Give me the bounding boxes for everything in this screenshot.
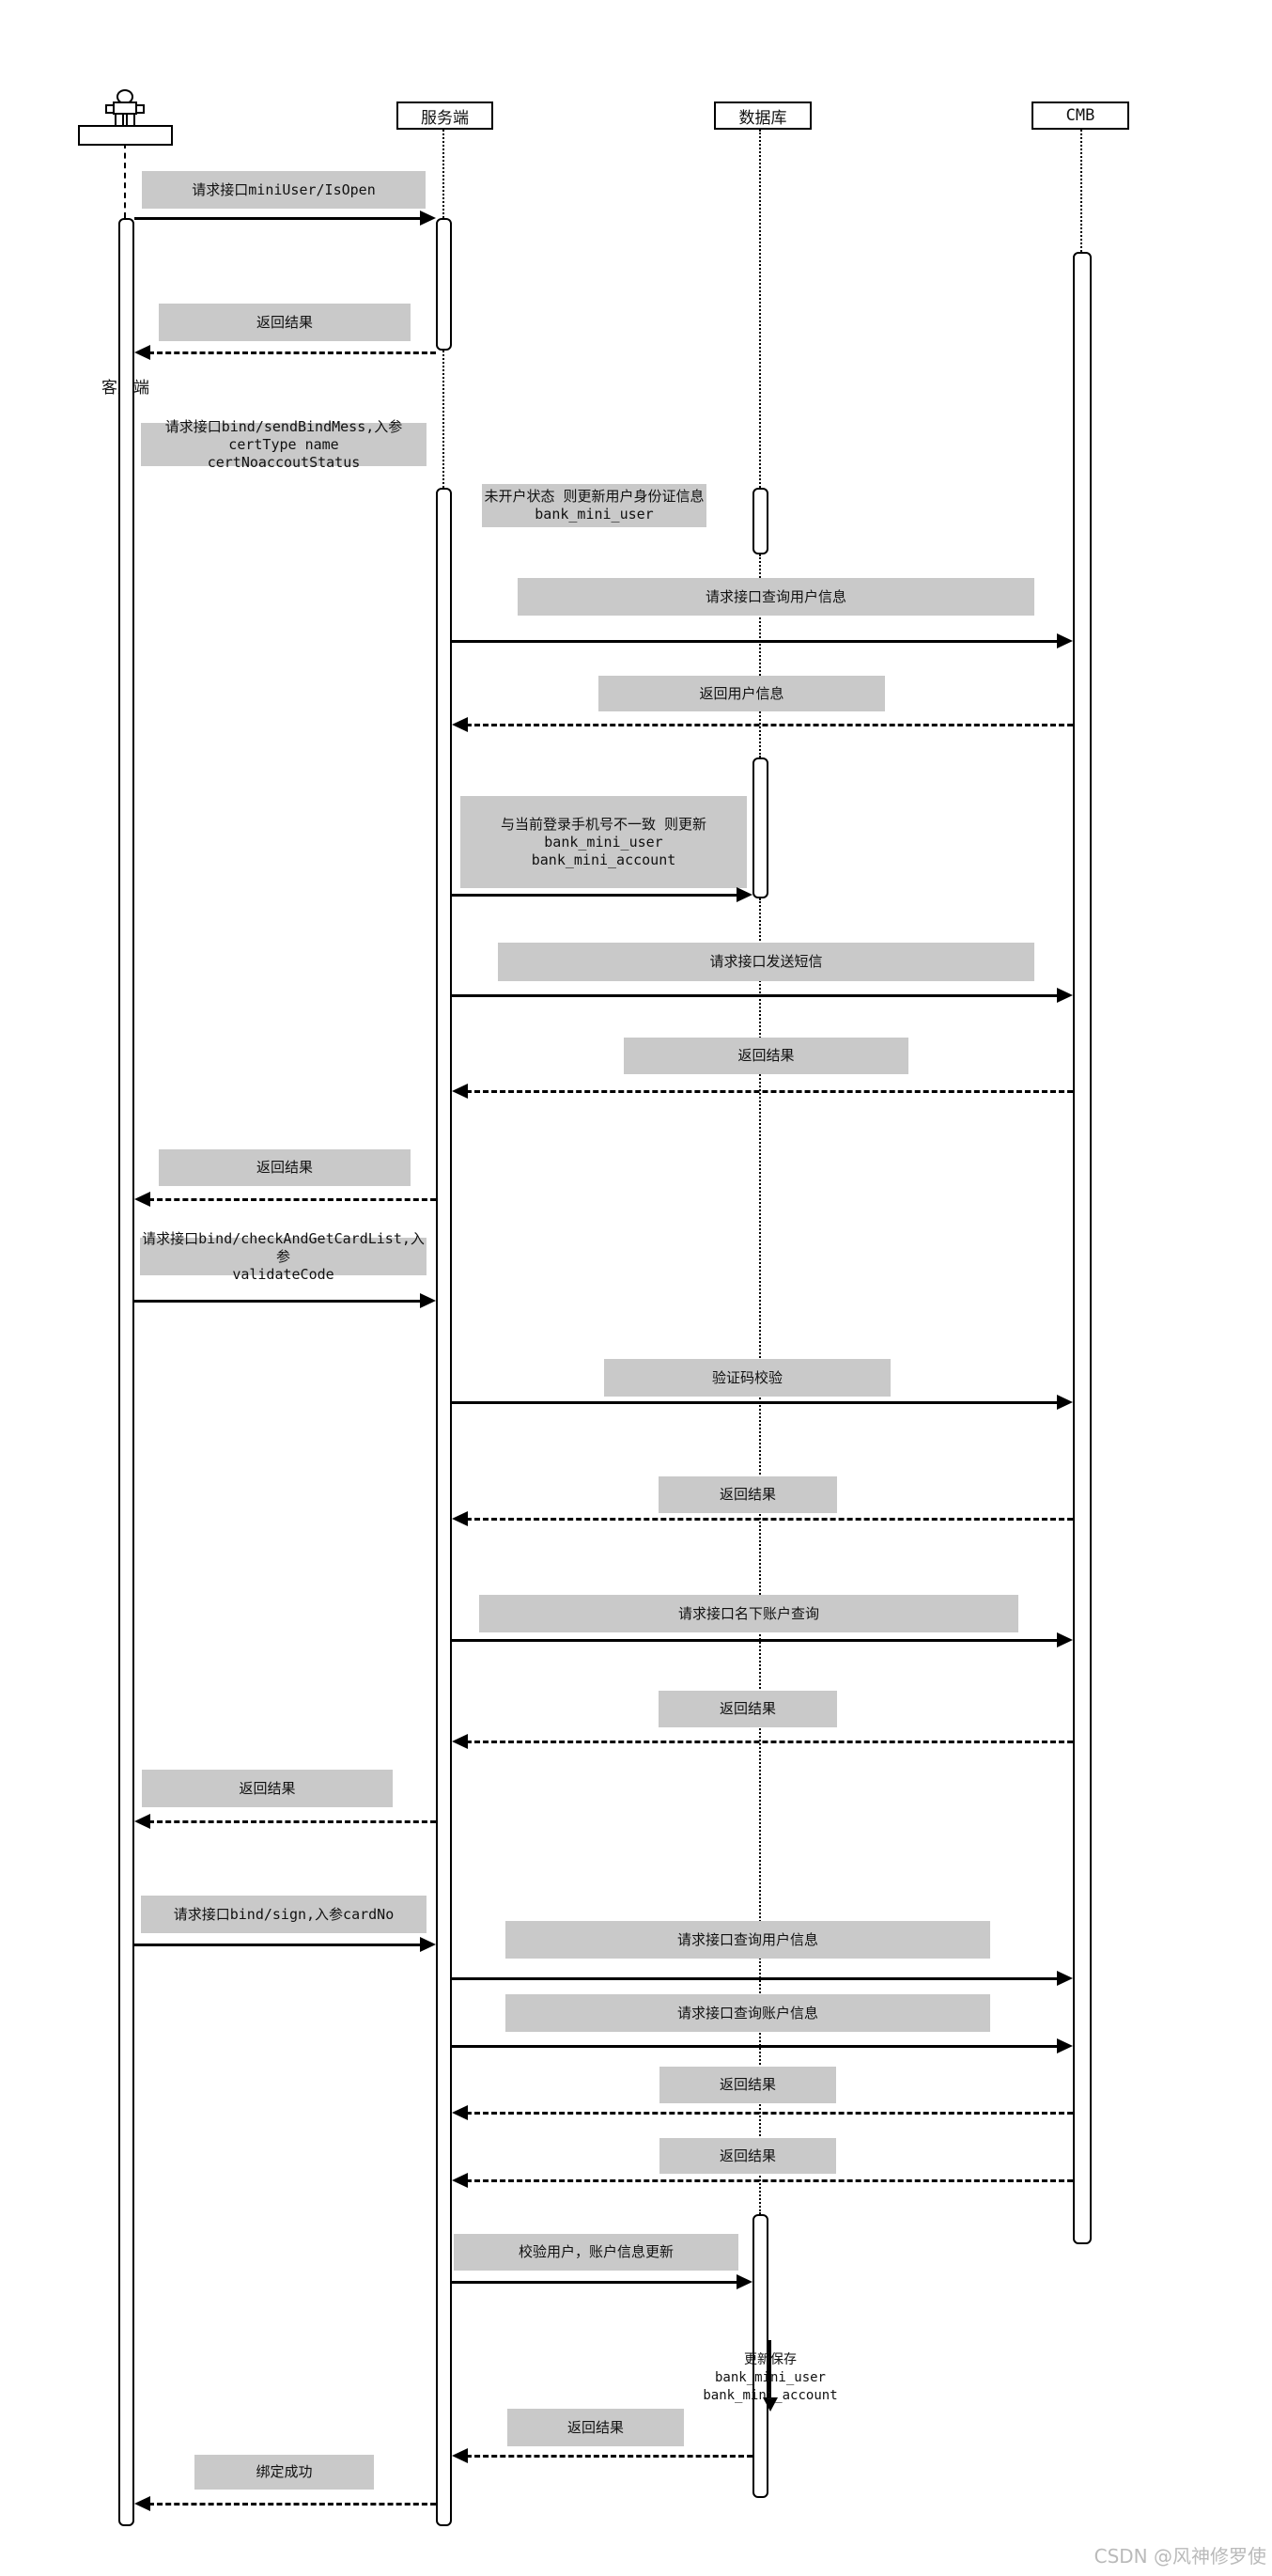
participant-server: 服务端 [396, 101, 493, 130]
activation-bar-server [436, 218, 452, 351]
arrowhead-left-icon [452, 717, 468, 732]
message-box: 返回结果 [507, 2409, 684, 2446]
activation-bar-cmb [1073, 252, 1092, 2244]
message-arrow-call [134, 217, 422, 220]
db-self-update-arrow [768, 2340, 771, 2398]
client-name-box [78, 125, 173, 146]
activation-bar-db [752, 757, 768, 898]
message-box: 与当前登录手机号不一致 则更新bank_mini_user bank_mini_… [460, 796, 747, 888]
message-arrow-return [466, 2455, 752, 2458]
arrowhead-right-icon [1057, 1395, 1073, 1410]
arrowhead-left-icon [452, 2173, 468, 2188]
message-box: 请求接口发送短信 [498, 943, 1034, 981]
arrowhead-left-icon [452, 2105, 468, 2120]
client-person-icon [105, 89, 145, 127]
activation-bar-db [752, 2214, 768, 2498]
arrowhead-right-icon [1057, 988, 1073, 1003]
message-arrow-return [148, 2503, 436, 2506]
message-arrow-return [466, 1518, 1073, 1521]
watermark: CSDN @风神修罗使 [1094, 2545, 1266, 2568]
message-arrow-call [452, 894, 738, 897]
message-box: 请求接口查询用户信息 [505, 1921, 990, 1959]
message-arrow-call [452, 1977, 1059, 1980]
message-arrow-call [452, 2045, 1059, 2048]
arrowhead-down-icon [763, 2397, 778, 2412]
message-box: 返回结果 [659, 2067, 836, 2103]
message-arrow-return [466, 2112, 1073, 2115]
arrowhead-left-icon [452, 1084, 468, 1099]
participant-cmb: CMB [1032, 101, 1129, 130]
message-arrow-return [466, 1741, 1073, 1743]
lifeline-cmb [1080, 130, 1082, 252]
lifeline-db [759, 554, 761, 757]
arrowhead-right-icon [1057, 2038, 1073, 2053]
message-box: 返回结果 [159, 1149, 411, 1186]
message-arrow-return [148, 1198, 436, 1201]
arrowhead-right-icon [737, 887, 752, 902]
arrowhead-left-icon [134, 1814, 150, 1829]
lifeline-client [124, 143, 126, 218]
message-box: 请求接口miniUser/IsOpen [142, 171, 426, 209]
message-arrow-call [134, 1300, 422, 1303]
message-box: 请求接口bind/checkAndGetCardList,入参 validate… [140, 1230, 427, 1283]
activation-bar-db [752, 488, 768, 554]
arrowhead-right-icon [737, 2274, 752, 2289]
message-box: 绑定成功 [194, 2455, 374, 2490]
message-arrow-call [134, 1944, 422, 1946]
activation-bar-client [118, 218, 134, 2526]
arrowhead-right-icon [1057, 633, 1073, 648]
arrowhead-left-icon [134, 345, 150, 360]
participant-server-label: 服务端 [421, 108, 469, 128]
message-box: 返回用户信息 [598, 676, 885, 711]
arrowhead-left-icon [452, 1511, 468, 1526]
arrowhead-right-icon [420, 1937, 436, 1952]
message-arrow-call [452, 994, 1059, 997]
message-arrow-return [148, 1820, 436, 1823]
lifeline-db [759, 898, 761, 2214]
message-box: 请求接口名下账户查询 [479, 1595, 1018, 1632]
message-arrow-return [148, 351, 436, 354]
lifeline-server [442, 130, 444, 218]
message-box: 请求接口查询用户信息 [518, 578, 1034, 616]
message-arrow-call [452, 2281, 738, 2284]
message-box: 校验用户，账户信息更新 [454, 2234, 738, 2271]
lifeline-db [759, 130, 761, 488]
arrowhead-left-icon [134, 1192, 150, 1207]
message-box: 返回结果 [659, 2138, 836, 2174]
message-arrow-call [452, 640, 1059, 643]
message-box: 返回结果 [624, 1038, 908, 1074]
message-box: 返回结果 [159, 304, 411, 341]
participant-cmb-label: CMB [1065, 106, 1095, 125]
message-box: 验证码校验 [604, 1359, 891, 1397]
message-arrow-return [466, 724, 1073, 726]
message-box: 请求接口查询账户信息 [505, 1994, 990, 2032]
arrowhead-left-icon [134, 2496, 150, 2511]
arrowhead-right-icon [420, 211, 436, 226]
message-box: 未开户状态 则更新用户身份证信息 bank_mini_user [482, 484, 706, 527]
arrowhead-right-icon [1057, 1971, 1073, 1986]
lifeline-server [442, 351, 444, 488]
arrowhead-right-icon [420, 1293, 436, 1308]
message-box: 请求接口bind/sign,入参cardNo [141, 1896, 427, 1933]
participant-db: 数据库 [714, 101, 812, 130]
message-arrow-return [466, 1090, 1073, 1093]
message-box: 返回结果 [142, 1770, 393, 1807]
activation-bar-server [436, 488, 452, 2526]
arrowhead-left-icon [452, 1734, 468, 1749]
arrowhead-left-icon [452, 2448, 468, 2463]
message-arrow-call [452, 1639, 1059, 1642]
arrowhead-right-icon [1057, 1632, 1073, 1647]
message-arrow-call [452, 1401, 1059, 1404]
db-update-note: 更新保存bank_mini_user bank_mini_account [703, 2352, 838, 2403]
message-box: 返回结果 [659, 1691, 837, 1727]
message-box: 请求接口bind/sendBindMess,入参certType name ce… [141, 418, 427, 471]
message-box: 返回结果 [659, 1476, 837, 1513]
participant-db-label: 数据库 [738, 108, 787, 128]
message-arrow-return [466, 2179, 1073, 2182]
